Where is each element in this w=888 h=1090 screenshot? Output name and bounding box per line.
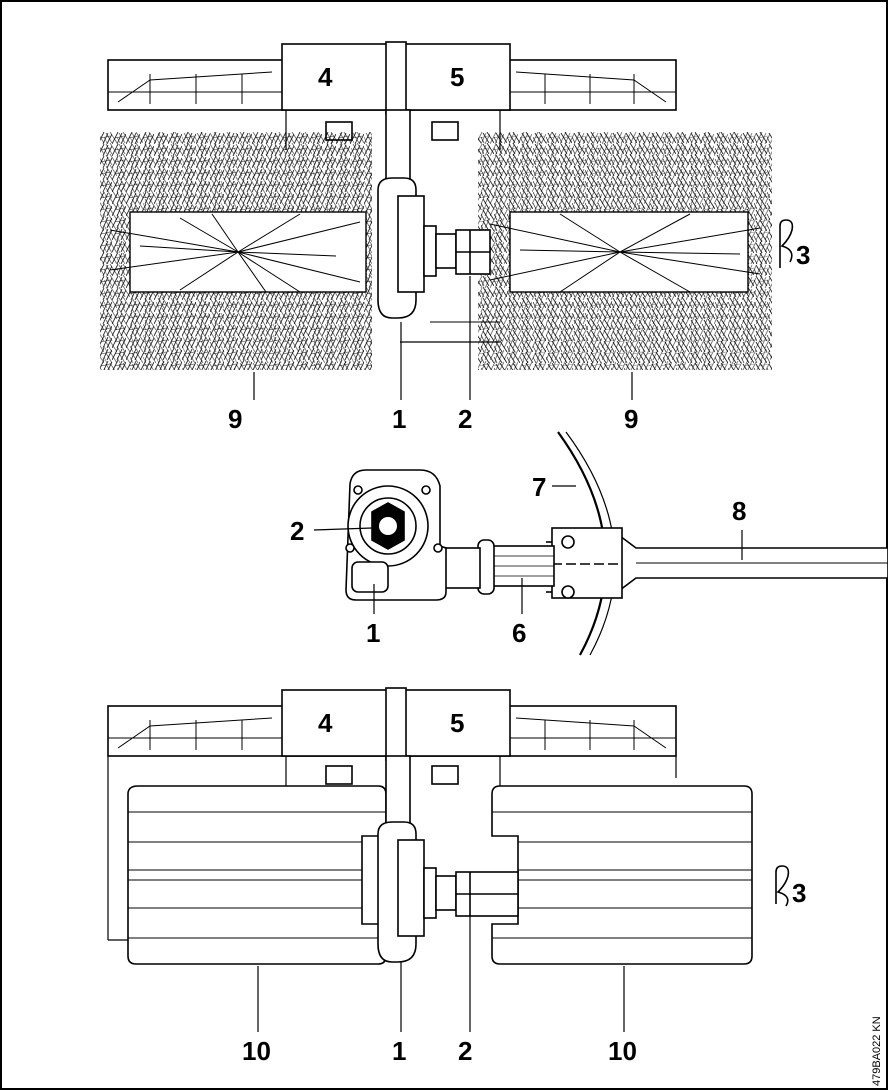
label-paddle-right: 10	[608, 1036, 637, 1066]
label-brush-left: 9	[228, 404, 242, 434]
paddle-right	[491, 785, 753, 965]
bottom-housing	[107, 687, 677, 941]
middle-labels: 2 1 6 7 8	[290, 472, 746, 648]
label-shaft-top: 2	[458, 404, 472, 434]
top-view	[100, 41, 772, 370]
paddle-left	[127, 785, 387, 965]
label-cover-left: 4	[318, 62, 333, 92]
label-retaining-pin: 3	[796, 240, 810, 270]
label-boom: 8	[732, 496, 746, 526]
brush-left	[100, 132, 372, 370]
label-paddle-left: 10	[242, 1036, 271, 1066]
label-brush-right: 9	[624, 404, 638, 434]
top-gearbox	[377, 109, 491, 319]
bottom-view	[107, 687, 753, 965]
label-shaft-bottom: 2	[458, 1036, 472, 1066]
label-guard: 7	[532, 472, 546, 502]
bottom-gearbox	[377, 755, 519, 963]
boom	[546, 527, 888, 599]
label-gearbox-bottom: 1	[392, 1036, 406, 1066]
label-retaining-pin-bottom: 3	[792, 878, 806, 908]
label-shaft-middle: 2	[290, 516, 304, 546]
brush-right	[478, 132, 772, 370]
middle-view	[345, 431, 888, 656]
label-gearbox-top: 1	[392, 404, 406, 434]
top-labels: 4 5 3 9 1 2 9	[228, 62, 810, 434]
top-housing	[107, 41, 677, 343]
pin-icon-bottom	[775, 865, 790, 907]
figure-code: 479BA022 KN	[871, 1016, 883, 1086]
middle-gearbox	[345, 469, 447, 601]
label-cover-left-bottom: 4	[318, 708, 333, 738]
label-cover-right-bottom: 5	[450, 708, 464, 738]
label-cover-right: 5	[450, 62, 464, 92]
drive-tube	[439, 539, 555, 595]
pin-icon-top	[779, 219, 794, 268]
label-gearbox-middle: 1	[366, 618, 380, 648]
label-drive-tube: 6	[512, 618, 526, 648]
bottom-labels: 4 5 3 10 1 2 10	[242, 708, 806, 1066]
